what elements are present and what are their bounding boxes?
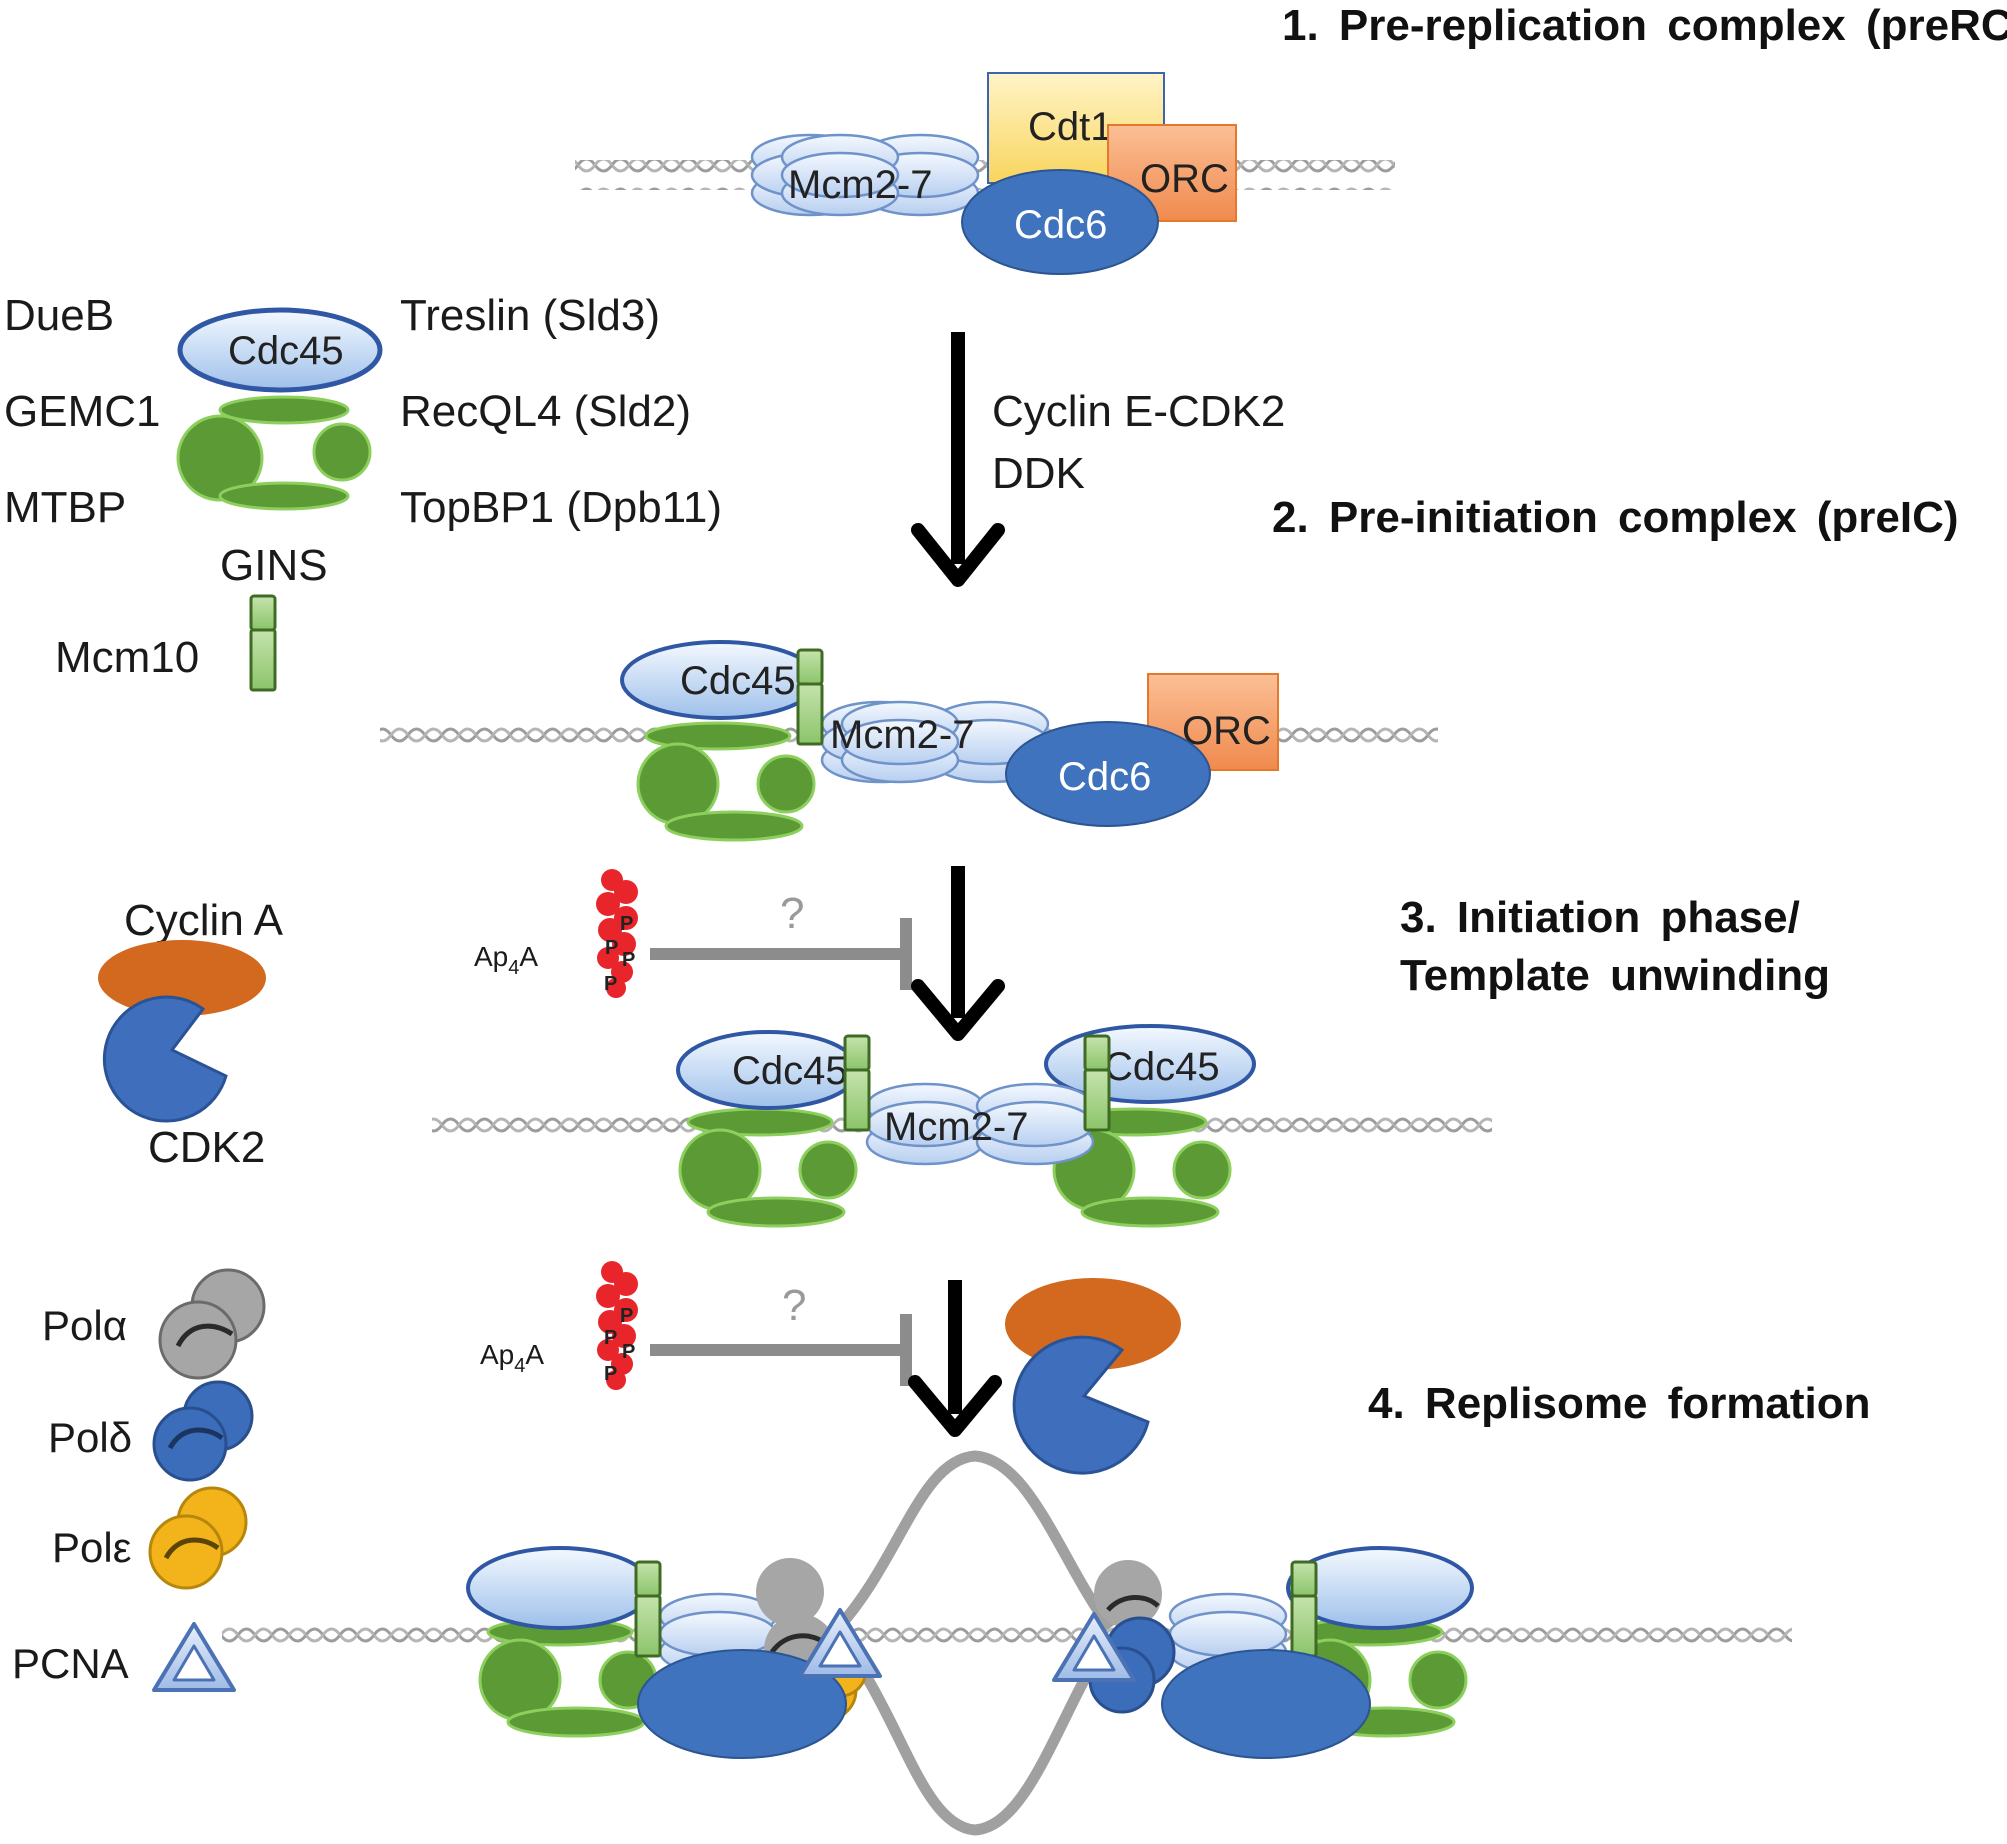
factor-topbp1: TopBP1 (Dpb11) — [400, 483, 722, 532]
replisome — [222, 1450, 1792, 1836]
pol-delta-label: Polδ — [48, 1414, 132, 1461]
gins-unit — [636, 721, 816, 842]
pol-epsilon-label: Polε — [52, 1524, 131, 1571]
svg-text:P: P — [622, 949, 635, 971]
cdc6-oval — [1005, 721, 1211, 827]
ap4a-phosphates-2: P P P P — [604, 1305, 635, 1385]
unwound-strand-upper — [833, 1450, 1115, 1632]
step3-title-line2: Template unwinding — [1400, 951, 1830, 1000]
ap4a-phosphates-1: P P P P — [604, 913, 635, 995]
step4-title: 4. Replisome formation — [1368, 1379, 1871, 1428]
ap4a-label-1: Ap4A — [474, 941, 538, 979]
initiation-complex: Cdc45 Cdc45 Mcm2-7 — [432, 1024, 1492, 1228]
cdc45-oval-left — [466, 1546, 654, 1630]
cdc6-oval-left — [637, 1649, 847, 1759]
gins-unit-left — [478, 1617, 658, 1738]
cdc6-label: Cdc6 — [1014, 203, 1107, 247]
mcm10-icon-left — [843, 1034, 871, 1132]
factor-dueb: DueB — [4, 291, 114, 340]
cyclin-a-shape — [98, 940, 266, 1016]
factor-recql4: RecQL4 (Sld2) — [400, 387, 691, 436]
cyclin-a-label: Cyclin A — [124, 896, 284, 945]
mcm10-label: Mcm10 — [55, 633, 199, 682]
pol-delta-legend — [152, 1380, 254, 1482]
svg-text:P: P — [620, 913, 633, 935]
dna-strand — [222, 1620, 1792, 1650]
step3-title-line1: 3. Initiation phase/ — [1400, 893, 1800, 942]
unwound-strand-lower — [833, 1632, 1115, 1836]
cdc45-label-left: Cdc45 — [732, 1049, 848, 1093]
mcm2-7-label: Mcm2-7 — [788, 163, 932, 207]
inhibition-bar-2 — [650, 1314, 912, 1386]
gins-label: GINS — [220, 541, 328, 590]
svg-text:P: P — [604, 973, 617, 995]
mcm10-icon — [796, 648, 824, 746]
arrow-step3-to-4 — [908, 1280, 1002, 1437]
pol-epsilon-legend — [148, 1486, 248, 1590]
pol-alpha-legend — [158, 1268, 266, 1380]
svg-text:P: P — [604, 1327, 617, 1349]
inhibition-bar-1 — [650, 918, 912, 990]
step2-title: 2. Pre-initiation complex (preIC) — [1272, 493, 1959, 542]
cdc6-oval — [961, 169, 1159, 275]
cdc6-label: Cdc6 — [1058, 755, 1151, 799]
dna-strand — [575, 160, 1395, 190]
cyclin-e-cdk2-label: Cyclin E-CDK2 — [992, 387, 1285, 436]
gins-legend — [176, 395, 372, 511]
ddk-label: DDK — [992, 449, 1085, 498]
factor-mtbp: MTBP — [4, 483, 126, 532]
pcna-label: PCNA — [12, 1640, 129, 1687]
orc-label: ORC — [1182, 709, 1271, 753]
cdc45-label-right: Cdc45 — [1104, 1045, 1220, 1089]
pol-alpha-right — [1094, 1560, 1162, 1628]
mcm10-icon-right — [1083, 1034, 1111, 1132]
mcm10-icon-left — [634, 1560, 662, 1658]
step1-title: 1. Pre-replication complex (preRC) — [1282, 1, 2007, 50]
orc-label: ORC — [1140, 157, 1229, 201]
prerc-complex: Cdt1 ORC Mcm2-7 Cdc6 — [575, 72, 1395, 275]
cdk2-label: CDK2 — [148, 1123, 265, 1172]
cdk2-step4 — [1012, 1335, 1150, 1475]
pol-alpha-label: Polα — [42, 1302, 127, 1349]
arrow-step2-to-3 — [911, 866, 1005, 1041]
cdc45-oval-right — [1286, 1546, 1474, 1630]
svg-text:P: P — [620, 1305, 633, 1327]
question-mark-2: ? — [782, 1281, 806, 1330]
cdt1-label: Cdt1 — [1028, 105, 1113, 149]
svg-text:P: P — [604, 1363, 617, 1385]
mcm2-7-label: Mcm2-7 — [830, 713, 974, 757]
svg-text:P: P — [605, 937, 618, 959]
arrow-step1-to-2 — [911, 332, 1005, 587]
cdc45-legend-oval — [177, 307, 383, 393]
cdc6-oval-right — [1161, 1649, 1371, 1759]
factor-gemc1: GEMC1 — [4, 387, 160, 436]
mcm10-icon-right — [1290, 1560, 1318, 1658]
gins-unit-left — [678, 1107, 858, 1228]
ap4a-label-2: Ap4A — [480, 1339, 544, 1377]
cdc45-legend-label: Cdc45 — [228, 329, 344, 373]
mcm10-legend-icon — [249, 594, 277, 692]
mcm2-7-label: Mcm2-7 — [884, 1105, 1028, 1149]
preic-complex: Cdc45 Mcm2-7 ORC Cdc6 — [380, 640, 1438, 842]
cdc45-label: Cdc45 — [680, 659, 796, 703]
svg-text:P: P — [622, 1341, 635, 1363]
cdk2-shape — [102, 995, 228, 1123]
factor-treslin: Treslin (Sld3) — [400, 291, 660, 340]
question-mark-1: ? — [780, 889, 804, 938]
